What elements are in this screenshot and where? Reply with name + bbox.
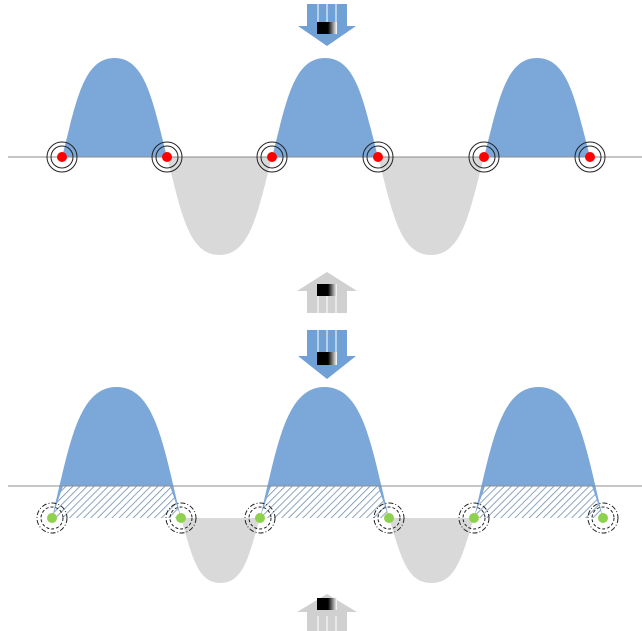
wave-lobes <box>52 387 603 583</box>
node-ring-inner <box>50 145 74 169</box>
node-ring-icon <box>587 502 619 534</box>
node-ring-outer <box>46 141 78 173</box>
hatched-band-icon <box>260 486 389 518</box>
negative-lobe <box>181 518 260 583</box>
node-dot <box>598 513 608 523</box>
node-dot <box>373 152 383 162</box>
positive-lobe <box>272 58 378 157</box>
black-gradient-block-icon <box>317 352 337 365</box>
arrow-down-icon <box>298 4 356 46</box>
node-ring-outer <box>256 141 288 173</box>
node-ring-icon <box>165 502 197 534</box>
node-ring-icon <box>36 502 68 534</box>
node-ring-outer <box>373 502 405 534</box>
arrow-up-icon <box>297 272 357 313</box>
wave-panel-top <box>8 4 642 313</box>
node-ring-icon <box>362 141 394 173</box>
node-ring-icon <box>244 502 276 534</box>
positive-lobe <box>52 387 181 518</box>
node-ring-outer <box>468 141 500 173</box>
node-dot <box>57 152 67 162</box>
hatched-band-icon <box>474 486 603 518</box>
node-ring-inner <box>472 145 496 169</box>
node-markers <box>36 502 619 534</box>
positive-lobe <box>474 387 603 518</box>
node-ring-outer <box>362 141 394 173</box>
wave-lobes <box>62 58 590 255</box>
wave-panel-bottom <box>8 330 642 631</box>
node-ring-outer <box>574 141 606 173</box>
node-ring-inner <box>248 506 272 530</box>
negative-lobe <box>378 157 484 255</box>
black-gradient-block-icon <box>317 598 337 610</box>
black-gradient-block-icon <box>317 284 337 296</box>
node-ring-outer <box>165 502 197 534</box>
node-dot <box>479 152 489 162</box>
positive-lobe <box>260 387 389 518</box>
node-ring-icon <box>151 141 183 173</box>
hatched-band-icon <box>52 486 181 518</box>
node-dot <box>267 152 277 162</box>
node-ring-icon <box>46 141 78 173</box>
node-ring-icon <box>373 502 405 534</box>
node-ring-icon <box>256 141 288 173</box>
node-ring-inner <box>169 506 193 530</box>
node-ring-inner <box>155 145 179 169</box>
node-ring-inner <box>260 145 284 169</box>
node-ring-inner <box>578 145 602 169</box>
node-ring-outer <box>587 502 619 534</box>
node-dot <box>176 513 186 523</box>
node-markers <box>46 141 606 173</box>
node-ring-icon <box>458 502 490 534</box>
negative-lobe <box>167 157 272 255</box>
positive-lobe <box>484 58 590 157</box>
node-ring-inner <box>591 506 615 530</box>
node-ring-outer <box>151 141 183 173</box>
node-ring-outer <box>458 502 490 534</box>
node-dot <box>162 152 172 162</box>
node-ring-inner <box>366 145 390 169</box>
node-dot <box>255 513 265 523</box>
node-dot <box>47 513 57 523</box>
node-ring-outer <box>36 502 68 534</box>
node-ring-inner <box>462 506 486 530</box>
negative-lobe <box>389 518 474 583</box>
black-gradient-block-icon <box>317 22 337 34</box>
node-dot <box>469 513 479 523</box>
arrow-down-icon <box>298 330 356 379</box>
node-ring-icon <box>574 141 606 173</box>
node-ring-inner <box>377 506 401 530</box>
positive-lobe <box>62 58 167 157</box>
node-ring-icon <box>468 141 500 173</box>
node-dot <box>384 513 394 523</box>
node-ring-outer <box>244 502 276 534</box>
node-dot <box>585 152 595 162</box>
node-ring-inner <box>40 506 64 530</box>
arrow-up-icon <box>297 594 357 631</box>
